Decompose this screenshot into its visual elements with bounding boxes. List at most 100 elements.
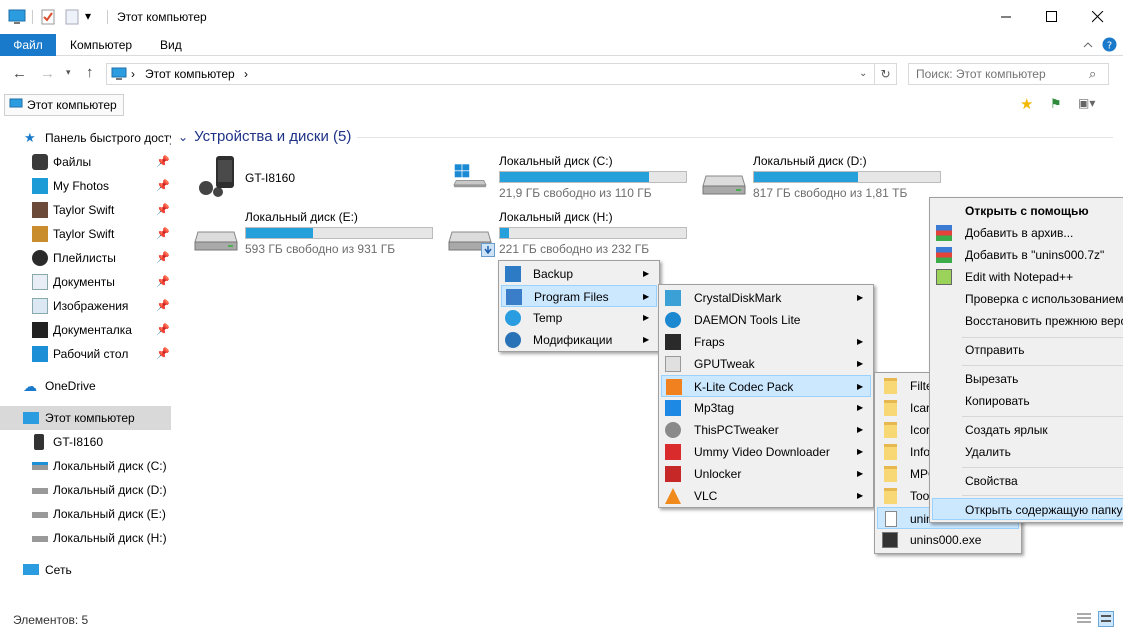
menu-item-folder[interactable]: Tool	[877, 485, 1019, 507]
menu-item-fraps[interactable]: Fraps ▶	[661, 331, 871, 353]
breadcrumb-sep[interactable]: ›	[244, 67, 248, 81]
pin-icon[interactable]: 📌	[156, 300, 170, 312]
nav-item-disk-e[interactable]: Локальный диск (E:)	[0, 502, 171, 526]
device-tile-disk-c[interactable]: Локальный диск (C:) 21,9 ГБ свободно из …	[444, 152, 694, 200]
menu-item-folder[interactable]: Infor	[877, 441, 1019, 463]
context-copy[interactable]: Копировать	[965, 394, 1030, 408]
new-folder-icon[interactable]	[64, 9, 80, 25]
pin-icon[interactable]: 📌	[156, 228, 170, 240]
pin-icon[interactable]: 📌	[156, 180, 170, 192]
nav-item-files[interactable]: Файлы 📌	[0, 150, 171, 174]
nav-item-images[interactable]: Изображения 📌	[0, 294, 171, 318]
menu-item-mods[interactable]: Модификации ▶	[501, 329, 657, 351]
windows-flag-icon[interactable]: ⚑	[1050, 96, 1062, 111]
nav-item-this-pc[interactable]: Этот компьютер	[0, 406, 171, 430]
pin-icon[interactable]: 📌	[156, 156, 170, 168]
menu-item-folder[interactable]: Icar	[877, 397, 1019, 419]
menu-item-gputweak[interactable]: GPUTweak ▶	[661, 353, 871, 375]
minimize-button[interactable]	[984, 0, 1030, 34]
details-view-icon[interactable]	[1076, 612, 1092, 626]
context-send-to[interactable]: Отправить	[965, 343, 1025, 357]
properties-icon[interactable]	[40, 9, 56, 25]
search-box[interactable]: ⌕	[908, 63, 1109, 85]
device-tile-disk-e[interactable]: Локальный диск (E:) 593 ГБ свободно из 9…	[190, 208, 440, 256]
refresh-button[interactable]: ↻	[875, 63, 897, 85]
menu-item-backup[interactable]: Backup ▶	[501, 263, 657, 285]
context-add-to-7z[interactable]: Добавить в "unins000.7z"	[932, 244, 1123, 266]
tab-file[interactable]: Файл	[0, 34, 56, 56]
context-open-with[interactable]: Открыть с помощью	[965, 204, 1089, 218]
address-bar[interactable]: › Этот компьютер › ⌄	[106, 63, 875, 85]
menu-item-thispctweaker[interactable]: ThisPCTweaker ▶	[661, 419, 871, 441]
context-open-containing-folder[interactable]: Открыть содержащую папку	[932, 498, 1123, 520]
menu-item-crystaldiskmark[interactable]: CrystalDiskMark ▶	[661, 287, 871, 309]
search-input[interactable]	[909, 64, 1079, 84]
close-button[interactable]	[1075, 0, 1121, 34]
tab-view[interactable]: Вид	[160, 38, 182, 52]
tab-computer[interactable]: Компьютер	[70, 38, 133, 52]
menu-item-daemon-tools[interactable]: DAEMON Tools Lite	[661, 309, 871, 331]
context-scan[interactable]: Проверка с использованием	[965, 292, 1123, 306]
context-add-to-archive[interactable]: Добавить в архив...	[932, 222, 1123, 244]
cascade-menu-level1: Backup ▶ Program Files ▶ Temp ▶ Модифика…	[498, 260, 660, 352]
menu-item-program-files[interactable]: Program Files ▶	[501, 285, 657, 307]
context-restore-previous[interactable]: Восстановить прежнюю версию	[965, 314, 1123, 328]
nav-item-playlists[interactable]: Плейлисты 📌	[0, 246, 171, 270]
menu-item-k-lite[interactable]: K-Lite Codec Pack ▶	[661, 375, 871, 397]
context-create-shortcut[interactable]: Создать ярлык	[965, 423, 1048, 437]
context-delete[interactable]: Удалить	[965, 445, 1011, 459]
back-icon[interactable]: ←	[12, 65, 27, 82]
breadcrumb[interactable]: Этот компьютер	[145, 67, 235, 81]
menu-item-unlocker[interactable]: Unlocker ▶	[661, 463, 871, 485]
ribbon-expand-icon[interactable]	[1082, 39, 1094, 51]
group-header[interactable]: ⌄Устройства и диски (5)	[178, 128, 352, 145]
forward-icon[interactable]: →	[40, 65, 55, 82]
nav-item-disk-c[interactable]: Локальный диск (C:)	[0, 454, 171, 478]
nav-item-my-fhotos[interactable]: My Fhotos 📌	[0, 174, 171, 198]
quick-access[interactable]: ★ Панель быстрого доступа	[0, 126, 171, 150]
device-tile-disk-h[interactable]: Локальный диск (H:) 221 ГБ свободно из 2…	[444, 208, 694, 257]
menu-item-vlc[interactable]: VLC ▶	[661, 485, 871, 507]
menu-item-unins-exe[interactable]: unins000.exe	[877, 529, 1019, 551]
help-icon[interactable]: ?	[1102, 37, 1117, 52]
device-tile-disk-d[interactable]: Локальный диск (D:) 817 ГБ свободно из 1…	[698, 152, 948, 200]
image-thumbnail-icon	[32, 202, 48, 218]
toolbar-options-icon[interactable]: ▣▾	[1078, 96, 1096, 110]
context-cut[interactable]: Вырезать	[965, 372, 1019, 386]
search-icon[interactable]: ⌕	[1089, 66, 1097, 81]
menu-item-folder[interactable]: Icor	[877, 419, 1019, 441]
nav-item-documents[interactable]: Документы 📌	[0, 270, 171, 294]
menu-item-folder[interactable]: Filte	[877, 375, 1019, 397]
pin-icon[interactable]: 📌	[156, 204, 170, 216]
context-properties[interactable]: Свойства	[965, 474, 1018, 488]
nav-item-taylor-swift-2[interactable]: Taylor Swift 📌	[0, 222, 171, 246]
nav-item-disk-h[interactable]: Локальный диск (H:)	[0, 526, 171, 550]
nav-item-disk-d[interactable]: Локальный диск (D:)	[0, 478, 171, 502]
nav-item-desktop[interactable]: Рабочий стол 📌	[0, 342, 171, 366]
breadcrumb-sep[interactable]: ›	[131, 67, 135, 81]
qat-dropdown-icon[interactable]: ▾	[85, 9, 92, 23]
tiles-view-icon[interactable]	[1098, 611, 1114, 627]
context-edit-notepadpp[interactable]: Edit with Notepad++	[932, 266, 1123, 288]
collapse-chevron-icon[interactable]: ⌄	[178, 130, 189, 144]
pane-divider[interactable]	[171, 118, 172, 604]
up-icon[interactable]: ↑	[86, 64, 94, 81]
pin-icon[interactable]: 📌	[156, 348, 170, 360]
nav-item-onedrive[interactable]: ☁ OneDrive	[0, 374, 171, 398]
maximize-button[interactable]	[1029, 0, 1075, 34]
nav-item-network[interactable]: Сеть	[0, 558, 171, 582]
favorites-bar-item[interactable]: Этот компьютер	[4, 94, 124, 116]
recent-dropdown-icon[interactable]: ▾	[66, 67, 71, 77]
address-dropdown-icon[interactable]: ⌄	[859, 68, 868, 79]
nav-item-taylor-swift-1[interactable]: Taylor Swift 📌	[0, 198, 171, 222]
nav-item-gt-i8160[interactable]: GT-I8160	[0, 430, 171, 454]
menu-item-temp[interactable]: Temp ▶	[501, 307, 657, 329]
menu-item-mp3tag[interactable]: Mp3tag ▶	[661, 397, 871, 419]
pin-icon[interactable]: 📌	[156, 276, 170, 288]
nav-item-documentary[interactable]: Документалка 📌	[0, 318, 171, 342]
device-tile-gt-i8160[interactable]: GT-I8160	[190, 152, 390, 200]
favorites-star-icon[interactable]: ★	[1020, 96, 1034, 113]
pin-icon[interactable]: 📌	[156, 324, 170, 336]
menu-item-ummy[interactable]: Ummy Video Downloader ▶	[661, 441, 871, 463]
pin-icon[interactable]: 📌	[156, 252, 170, 264]
